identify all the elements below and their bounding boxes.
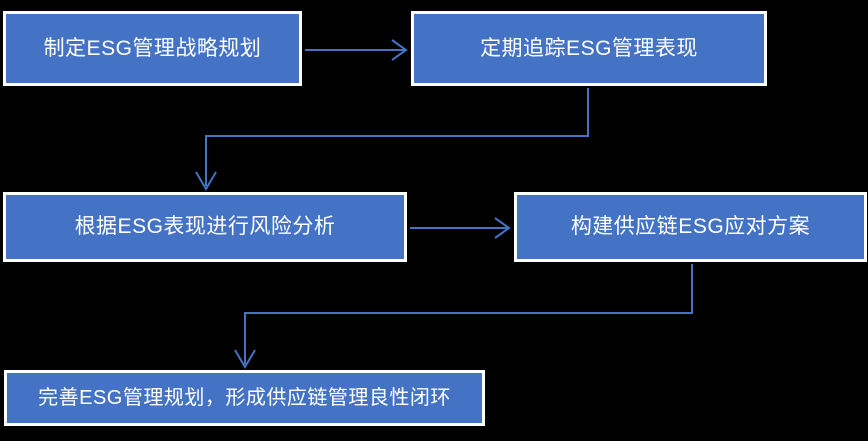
edge-tracking-risk xyxy=(195,88,589,191)
flow-node-closed-loop-label: 完善ESG管理规划，形成供应链管理良性闭环 xyxy=(38,387,451,409)
flow-node-supply-chain-solution-label: 构建供应链ESG应对方案 xyxy=(570,215,811,239)
edge-strategy-tracking xyxy=(305,39,408,61)
flow-node-tracking[interactable]: 定期追踪ESG管理表现 xyxy=(411,11,767,86)
edge-solution-closedloop xyxy=(234,264,693,369)
flow-node-strategy-label: 制定ESG管理战略规划 xyxy=(43,36,262,60)
flow-node-risk-analysis-label: 根据ESG表现进行风险分析 xyxy=(74,215,336,239)
flow-node-strategy[interactable]: 制定ESG管理战略规划 xyxy=(3,11,302,86)
flow-node-supply-chain-solution[interactable]: 构建供应链ESG应对方案 xyxy=(514,192,867,262)
flow-node-tracking-label: 定期追踪ESG管理表现 xyxy=(480,36,698,60)
edge-risk-solution xyxy=(410,217,511,239)
flow-node-closed-loop[interactable]: 完善ESG管理规划，形成供应链管理良性闭环 xyxy=(4,370,485,426)
flow-node-risk-analysis[interactable]: 根据ESG表现进行风险分析 xyxy=(3,192,407,262)
